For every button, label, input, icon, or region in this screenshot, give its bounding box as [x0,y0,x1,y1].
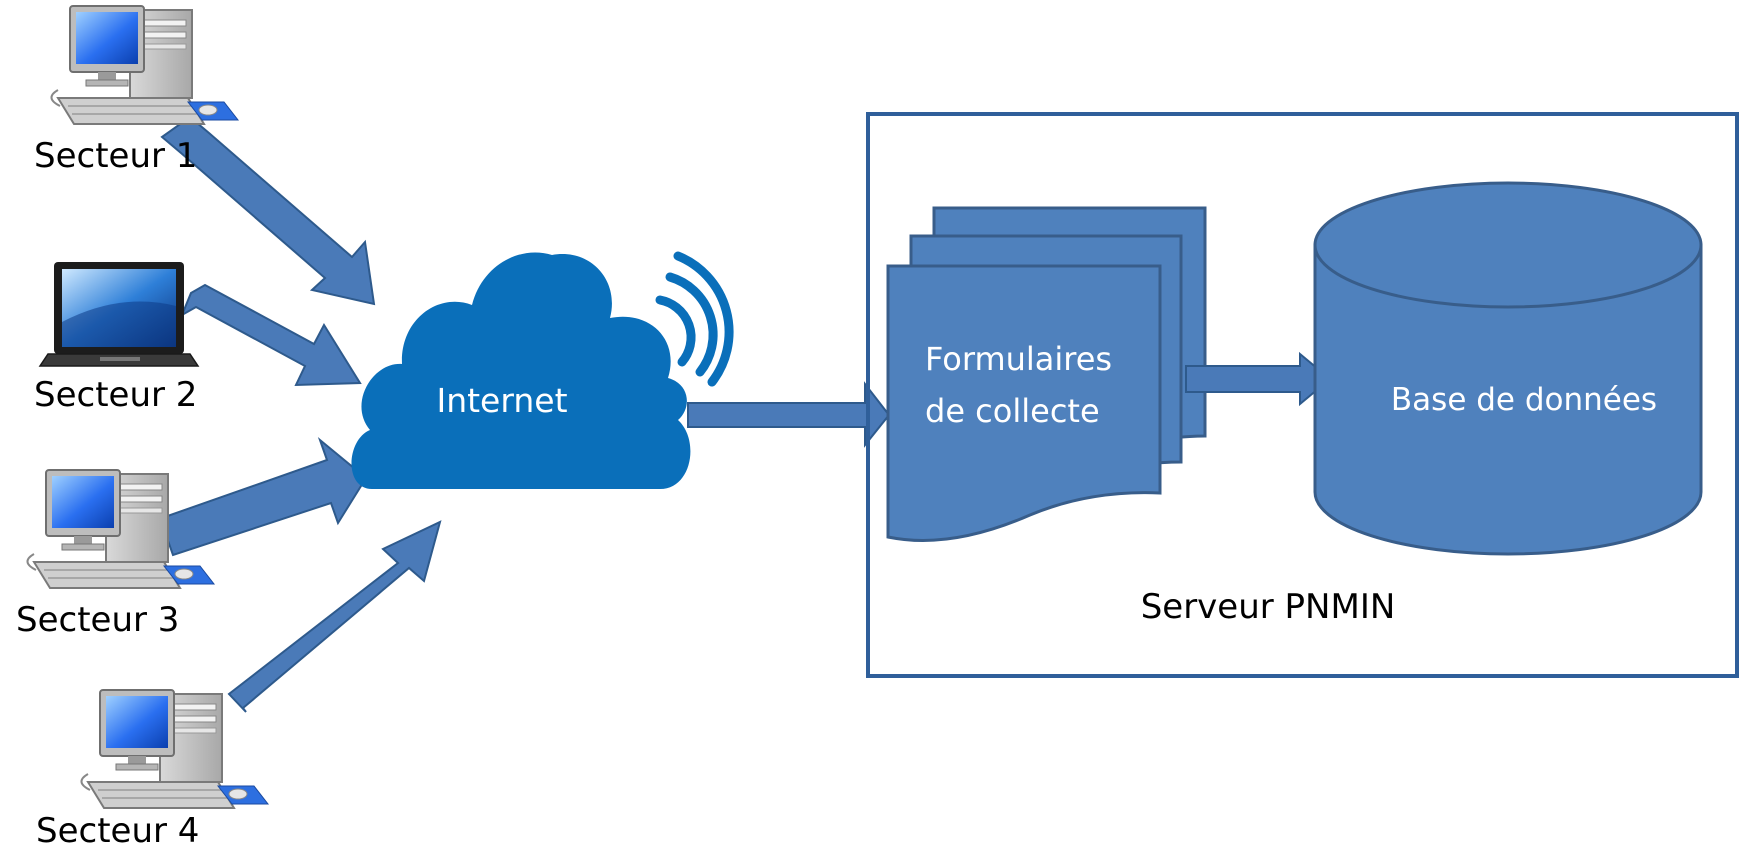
sector-4-label: Secteur 4 [36,811,199,847]
sector-3-label: Secteur 3 [16,600,179,640]
cloud-icon [351,251,734,489]
sector-2-computer [39,261,199,367]
desktop-computer-icon [80,689,269,809]
server-label: Serveur PNMIN [1141,587,1396,627]
database-cylinder-icon [1313,181,1703,556]
arrow-sector4-to-internet [227,520,442,713]
arrow-sector3-to-internet [157,436,368,557]
sector-4-computer [80,689,269,809]
database-label: Base de données [1391,382,1657,418]
sector-1-label: Secteur 1 [34,136,197,176]
sector-2-label: Secteur 2 [34,375,197,415]
desktop-computer-icon [50,5,239,125]
arrow-sector2-to-internet [179,283,362,387]
internet-label: Internet [436,381,567,420]
sector-1-computer [50,5,239,125]
forms-label-line2: de collecte [925,392,1100,430]
arrow-internet-to-forms [687,381,891,448]
arrow-forms-to-database [1185,351,1332,407]
documents-icon [886,206,1207,542]
laptop-icon [39,261,199,367]
arrow-sector1-to-internet [160,115,376,306]
forms-label-line1: Formulaires [925,340,1112,378]
server-box [866,112,1739,678]
